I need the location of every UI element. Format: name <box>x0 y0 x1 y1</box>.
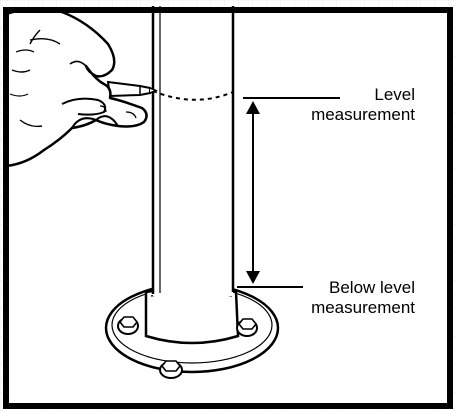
outer-frame <box>3 7 453 409</box>
below-level-measurement-label-line2: measurement <box>311 298 415 317</box>
below-level-measurement-label-line1: Below level <box>329 278 415 297</box>
level-measurement-label: Level measurement <box>311 85 415 125</box>
level-measurement-label-line2: measurement <box>311 105 415 124</box>
measurement-arrow <box>246 101 260 284</box>
level-measurement-label-line1: Level <box>374 85 415 104</box>
bolt-right <box>236 318 258 337</box>
bolt-left <box>117 316 139 335</box>
bolt-bottom <box>159 360 183 379</box>
pole <box>151 6 235 296</box>
below-level-measurement-label: Below level measurement <box>311 278 415 318</box>
hand-holding-marker-icon <box>4 8 158 168</box>
